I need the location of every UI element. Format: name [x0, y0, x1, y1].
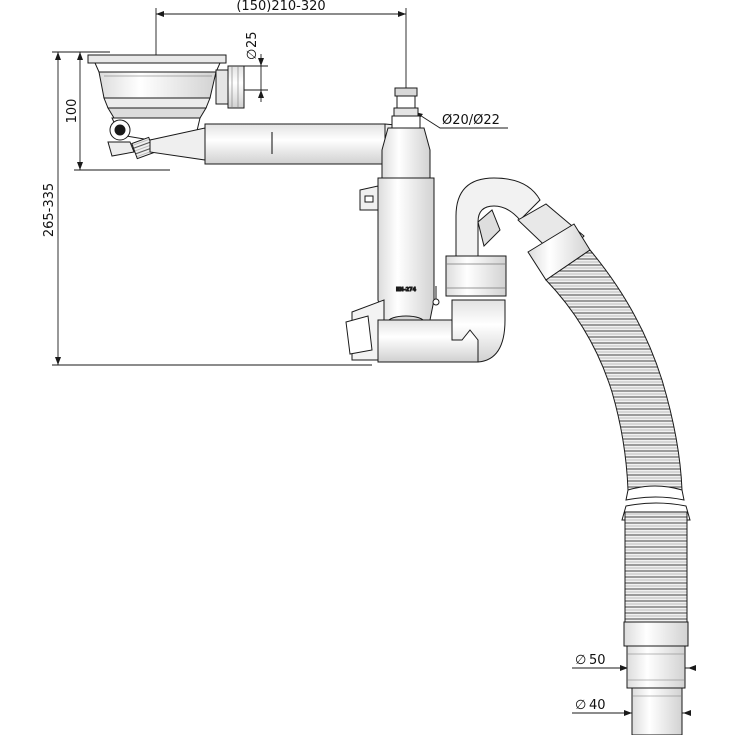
outlet50-diameter-symbol: ∅ — [575, 653, 586, 668]
corrugated-hose — [517, 203, 691, 623]
overflow-diameter-symbol: ∅ — [245, 49, 260, 60]
width-range-label: (150)210-320 — [236, 0, 325, 14]
dishwasher-connector — [381, 87, 431, 179]
outlet40-diameter-symbol: ∅ — [575, 698, 586, 713]
trap-bend — [445, 177, 541, 363]
overflow-diameter-label: 25 — [245, 31, 260, 48]
overflow-connector — [215, 65, 245, 109]
horizontal-pipe — [149, 123, 415, 165]
overflow-diameter-label-group: ∅ 25 — [245, 31, 260, 60]
drain-knob — [107, 119, 155, 160]
total-height-label: 265-335 — [42, 183, 57, 237]
dishwasher-leader — [414, 111, 508, 129]
outlet40-diameter-label: 40 — [589, 698, 606, 713]
sink-strainer — [87, 54, 227, 141]
outlet50-diameter-label: 50 — [589, 653, 606, 668]
body-marking: EN-274 — [396, 287, 417, 293]
dishwasher-diameter-label: Ø20/Ø22 — [442, 113, 500, 128]
basin-height-label: 100 — [65, 99, 80, 124]
outlet-adapter — [623, 621, 689, 735]
